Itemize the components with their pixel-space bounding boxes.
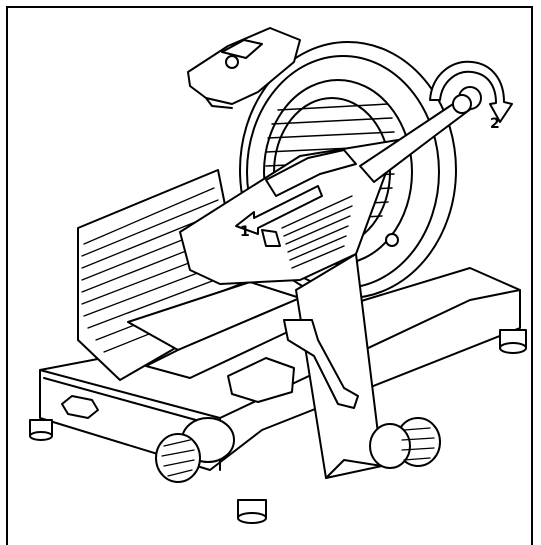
arrow-1 [235,185,323,235]
adjust-knob-top [452,86,482,114]
arrow-2 [429,60,513,123]
knob-right [369,417,441,469]
thickness-lever [227,319,359,409]
callout-1: 1 [240,224,250,240]
callout-2: 2 [490,116,500,132]
knob-left [155,417,235,483]
blade-guard [187,27,301,109]
power-switch [61,395,99,419]
frame-border [6,6,533,545]
